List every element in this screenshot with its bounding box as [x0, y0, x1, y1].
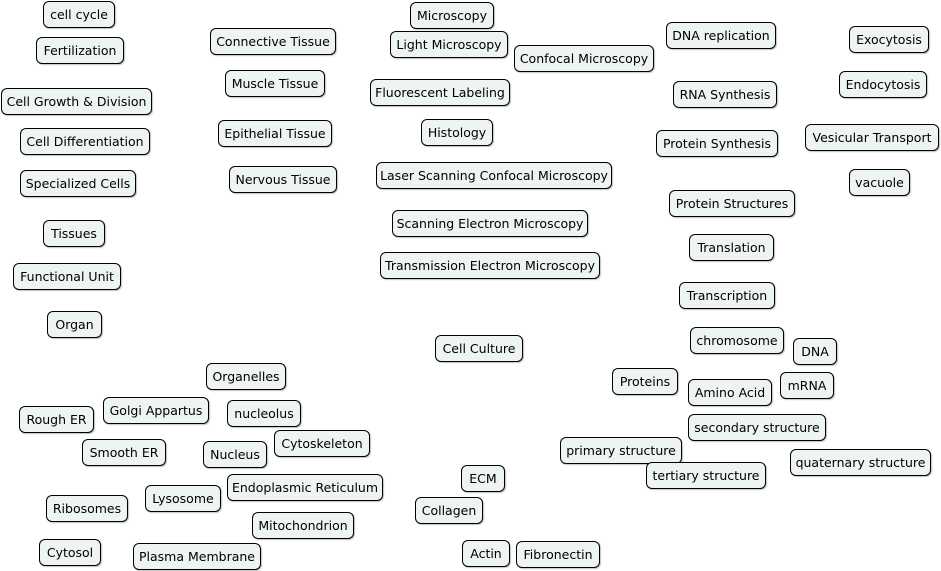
node-fertilization[interactable]: Fertilization: [36, 37, 124, 64]
node-dna-replication[interactable]: DNA replication: [666, 22, 776, 49]
node-fibronectin[interactable]: Fibronectin: [516, 541, 600, 568]
node-nucleolus[interactable]: nucleolus: [227, 400, 301, 427]
node-golgi-appartus[interactable]: Golgi Appartus: [103, 397, 209, 424]
node-ribosomes[interactable]: Ribosomes: [46, 495, 128, 522]
node-fluorescent-labeling[interactable]: Fluorescent Labeling: [370, 79, 510, 106]
node-organ[interactable]: Organ: [47, 311, 102, 338]
node-light-microscopy[interactable]: Light Microscopy: [390, 31, 508, 58]
node-cytosol[interactable]: Cytosol: [39, 539, 101, 566]
node-vacuole[interactable]: vacuole: [849, 169, 910, 196]
node-protein-structures[interactable]: Protein Structures: [669, 190, 795, 217]
node-specialized-cells[interactable]: Specialized Cells: [20, 170, 136, 197]
node-actin[interactable]: Actin: [462, 540, 510, 567]
node-cell-differentiation[interactable]: Cell Differentiation: [20, 128, 150, 155]
node-confocal-microscopy[interactable]: Confocal Microscopy: [514, 45, 654, 72]
node-smooth-er[interactable]: Smooth ER: [82, 439, 166, 466]
node-protein-synthesis[interactable]: Protein Synthesis: [656, 130, 778, 157]
node-chromosome[interactable]: chromosome: [690, 327, 784, 354]
node-laser-scanning-confocal-microscopy[interactable]: Laser Scanning Confocal Microscopy: [376, 162, 612, 189]
node-rna-synthesis[interactable]: RNA Synthesis: [673, 81, 777, 108]
node-translation[interactable]: Translation: [689, 234, 774, 261]
node-dna[interactable]: DNA: [793, 338, 837, 365]
node-vesicular-transport[interactable]: Vesicular Transport: [805, 124, 939, 151]
node-nucleus[interactable]: Nucleus: [203, 441, 267, 468]
node-histology[interactable]: Histology: [421, 119, 493, 146]
node-transcription[interactable]: Transcription: [679, 282, 775, 309]
node-ecm[interactable]: ECM: [461, 465, 505, 492]
node-cell-culture[interactable]: Cell Culture: [435, 335, 523, 362]
node-rough-er[interactable]: Rough ER: [19, 406, 94, 433]
node-nervous-tissue[interactable]: Nervous Tissue: [229, 166, 337, 193]
node-cytoskeleton[interactable]: Cytoskeleton: [274, 430, 370, 457]
node-transmission-electron-microscopy[interactable]: Transmission Electron Microscopy: [380, 252, 600, 279]
node-secondary-structure[interactable]: secondary structure: [688, 414, 826, 441]
node-primary-structure[interactable]: primary structure: [560, 437, 682, 464]
node-endoplasmic-reticulum[interactable]: Endoplasmic Reticulum: [227, 474, 383, 501]
node-muscle-tissue[interactable]: Muscle Tissue: [225, 70, 325, 97]
node-organelles[interactable]: Organelles: [206, 363, 286, 390]
node-cell-growth-division[interactable]: Cell Growth & Division: [1, 88, 152, 115]
node-tertiary-structure[interactable]: tertiary structure: [646, 462, 766, 489]
node-epithelial-tissue[interactable]: Epithelial Tissue: [218, 120, 332, 147]
node-amino-acid[interactable]: Amino Acid: [688, 379, 772, 406]
node-connective-tissue[interactable]: Connective Tissue: [210, 28, 336, 55]
node-cell-cycle[interactable]: cell cycle: [43, 1, 115, 28]
node-microscopy[interactable]: Microscopy: [410, 2, 494, 29]
node-quaternary-structure[interactable]: quaternary structure: [790, 449, 931, 476]
node-lysosome[interactable]: Lysosome: [145, 485, 221, 512]
node-functional-unit[interactable]: Functional Unit: [13, 263, 121, 290]
node-mrna[interactable]: mRNA: [780, 372, 834, 399]
node-collagen[interactable]: Collagen: [415, 497, 483, 524]
node-tissues[interactable]: Tissues: [43, 220, 105, 247]
node-endocytosis[interactable]: Endocytosis: [839, 71, 927, 98]
node-plasma-membrane[interactable]: Plasma Membrane: [133, 543, 261, 570]
node-mitochondrion[interactable]: Mitochondrion: [252, 512, 354, 539]
node-exocytosis[interactable]: Exocytosis: [849, 26, 929, 53]
node-scanning-electron-microscopy[interactable]: Scanning Electron Microscopy: [392, 210, 588, 237]
node-proteins[interactable]: Proteins: [612, 368, 678, 395]
